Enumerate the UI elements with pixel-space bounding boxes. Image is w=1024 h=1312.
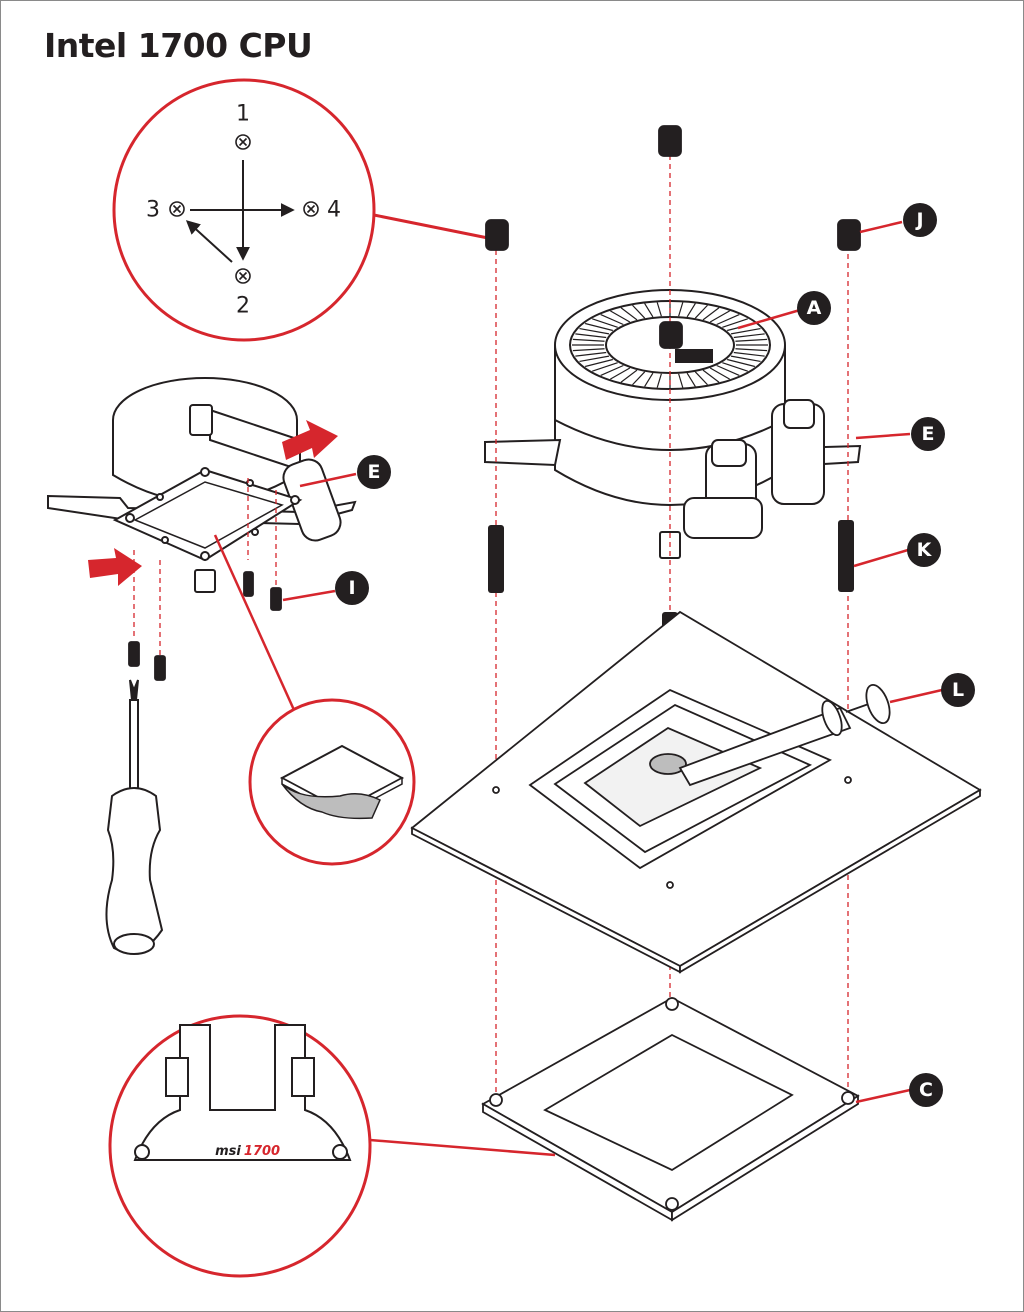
ring-tick: [716, 364, 740, 376]
ring-tick: [730, 327, 761, 335]
ring-tick: [686, 372, 696, 387]
ring-tick: [678, 302, 684, 317]
ring-tick: [579, 327, 610, 335]
ring-tick: [600, 314, 624, 326]
screwdriver-icon: [105, 679, 164, 955]
push-arrow-top-icon: [282, 420, 338, 460]
screw-order-detail: 1 2 3 4: [112, 78, 489, 342]
push-arrow-bottom-icon: [88, 548, 142, 586]
backplate-logo-socket: 1700: [244, 1144, 280, 1159]
page-title: Intel 1700 CPU: [44, 26, 313, 65]
callout-l: L: [941, 673, 975, 707]
ring-tick: [600, 364, 624, 376]
ring-tick: [575, 351, 607, 357]
ring-tick: [632, 304, 646, 319]
ring-tick: [579, 355, 610, 363]
thumb-nuts-j: [485, 125, 861, 349]
backplate-logo-detail: msi 1700: [108, 1014, 556, 1278]
ring-tick: [735, 338, 768, 342]
screw-order-2: 2: [236, 294, 250, 319]
ring-tick: [722, 362, 748, 372]
motherboard: [410, 610, 982, 974]
ring-tick: [735, 348, 768, 352]
callout-a: A: [797, 291, 831, 325]
callout-j: J: [903, 203, 937, 237]
pump-ring-pattern: [572, 302, 768, 388]
svg-text:J: J: [914, 209, 923, 231]
ring-tick: [632, 371, 646, 386]
ring-tick: [716, 314, 740, 326]
ring-tick: [733, 351, 765, 357]
callout-i: I: [335, 571, 369, 605]
ring-tick: [686, 303, 696, 318]
ring-tick: [620, 307, 638, 321]
svg-text:C: C: [919, 1079, 933, 1101]
ring-tick: [678, 373, 684, 388]
screw-order-4: 4: [327, 198, 341, 223]
thermal-paste-syringe-icon: [678, 683, 891, 787]
ring-tick: [584, 322, 613, 332]
screw-1-icon: [235, 134, 251, 150]
pump-underside-assembly: [47, 377, 357, 593]
ring-tick: [644, 372, 654, 387]
thermal-pad-detail: [213, 534, 416, 866]
ring-tick: [572, 348, 605, 352]
ring-tick: [727, 358, 756, 368]
ring-tick: [592, 362, 618, 372]
ring-tick: [694, 304, 708, 319]
ring-tick: [730, 355, 761, 363]
ring-tick: [656, 302, 662, 317]
svg-text:I: I: [348, 577, 355, 599]
ring-tick: [694, 371, 708, 386]
ring-tick: [610, 310, 631, 323]
ring-tick: [722, 318, 748, 328]
backplate-logo-brand: msi: [215, 1144, 241, 1159]
svg-text:K: K: [917, 539, 933, 561]
callout-c: C: [909, 1073, 943, 1107]
callout-e-left: E: [357, 455, 391, 489]
callout-leaders: [299, 220, 943, 1104]
screws-i: [128, 478, 282, 681]
screw-3-icon: [169, 201, 185, 217]
svg-text:E: E: [368, 461, 381, 483]
ring-tick: [620, 369, 638, 383]
ring-tick: [656, 373, 662, 388]
ring-tick: [644, 303, 654, 318]
ring-tick: [575, 333, 607, 339]
svg-text:A: A: [807, 297, 822, 319]
callout-e-top: E: [911, 417, 945, 451]
ring-tick: [702, 307, 720, 321]
backplate: [481, 996, 860, 1222]
ring-tick: [733, 333, 765, 339]
screw-order-3: 3: [146, 198, 160, 223]
screw-2-icon: [235, 268, 251, 284]
callout-k: K: [907, 533, 941, 567]
ring-tick: [610, 367, 631, 380]
ring-tick: [709, 310, 730, 323]
ring-tick: [592, 318, 618, 328]
ring-tick: [709, 367, 730, 380]
ring-tick: [584, 358, 613, 368]
screw-4-icon: [303, 201, 319, 217]
screw-order-1: 1: [236, 102, 250, 127]
svg-text:L: L: [952, 679, 964, 701]
svg-text:E: E: [922, 423, 935, 445]
ring-tick: [572, 338, 605, 342]
ring-tick: [702, 369, 720, 383]
